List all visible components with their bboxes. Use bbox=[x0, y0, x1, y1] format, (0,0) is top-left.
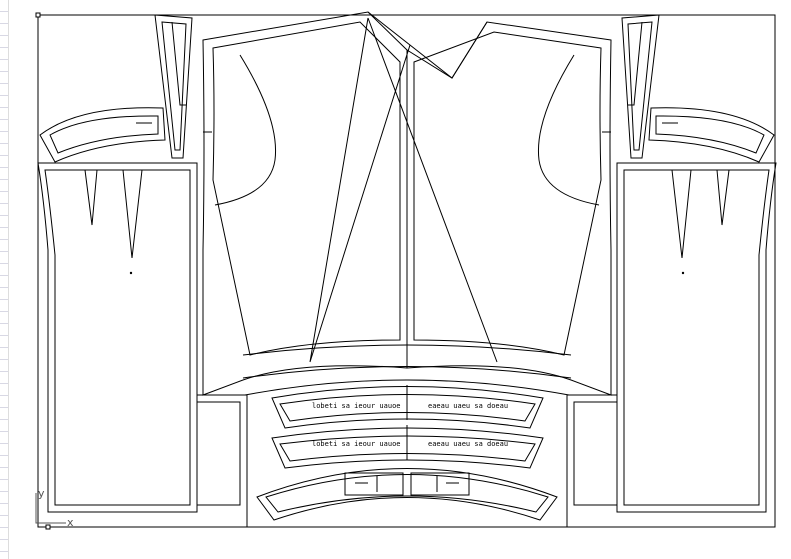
frame-corner-marker bbox=[35, 12, 41, 18]
front-panel-left-inner bbox=[212, 21, 401, 356]
y-axis-label: y bbox=[38, 487, 45, 500]
dart-point bbox=[129, 271, 133, 275]
layout-frame bbox=[37, 14, 776, 528]
side-panel-left bbox=[37, 162, 198, 513]
pocket-label: lobeti sa ieour uauoe bbox=[312, 402, 401, 410]
pocket-flap-left-inner bbox=[49, 115, 159, 154]
right-half-pieces bbox=[406, 14, 777, 527]
origin-marker bbox=[45, 524, 51, 530]
front-panel-left bbox=[202, 11, 408, 396]
pocket-band-1 bbox=[271, 385, 544, 429]
vertical-ruler[interactable] bbox=[0, 0, 9, 559]
left-half-pieces bbox=[37, 11, 572, 527]
dart-left-1 bbox=[84, 169, 98, 226]
strip-piece-left-notch bbox=[171, 21, 186, 106]
seam-lines-left bbox=[309, 17, 498, 363]
pocket-label: eaeau uaeu sa doeau bbox=[428, 440, 508, 448]
neck-v bbox=[367, 11, 488, 79]
x-axis-label: x bbox=[67, 516, 74, 529]
pocket-band-3 bbox=[256, 468, 558, 521]
pocket-label: eaeau uaeu sa doeau bbox=[428, 402, 508, 410]
side-panel-left-inner bbox=[44, 169, 191, 506]
pocket-band-2 bbox=[271, 425, 544, 469]
side-panel-left-box bbox=[197, 401, 241, 506]
strip-piece-left-inner bbox=[161, 21, 187, 151]
strip-piece-left bbox=[154, 14, 193, 159]
armhole-left bbox=[214, 54, 277, 206]
pocket-flap-left bbox=[39, 107, 166, 163]
ucs-axis-icon bbox=[35, 493, 66, 524]
pocket-label: lobeti sa ieour uauoe bbox=[312, 440, 401, 448]
dart-left-2 bbox=[122, 169, 143, 259]
